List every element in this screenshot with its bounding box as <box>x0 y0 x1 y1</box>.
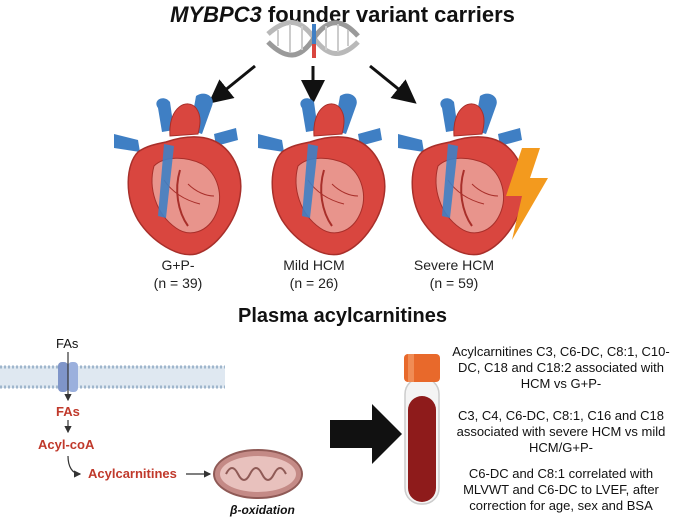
arrow-to-severe-hcm <box>369 64 417 104</box>
acyl-coa-label: Acyl-coA <box>38 437 95 452</box>
fas-intracellular-label: FAs <box>56 404 80 419</box>
finding-2: C3, C4, C6-DC, C8:1, C16 and C18 associa… <box>456 408 666 455</box>
group-label-severe-hcm: Severe HCM (n = 59) <box>394 256 514 292</box>
big-right-arrow <box>330 404 402 464</box>
group-count: (n = 26) <box>289 275 339 291</box>
group-count: (n = 39) <box>153 275 203 291</box>
group-label-mild-hcm: Mild HCM (n = 26) <box>254 256 374 292</box>
heart-icon-g-plus-p-minus <box>113 92 242 256</box>
group-name: Mild HCM <box>283 257 345 273</box>
finding-1: Acylcarnitines C3, C6-DC, C8:1, C10-DC, … <box>452 344 670 391</box>
dna-icon <box>266 20 360 58</box>
heart-icon-mild-hcm <box>257 92 386 256</box>
heart-icon-severe-hcm <box>397 92 526 256</box>
section-title: Plasma acylcarnitines <box>237 305 447 327</box>
acylcarnitines-label: Acylcarnitines <box>88 466 177 481</box>
group-name: G+P- <box>161 257 195 273</box>
title-rest: founder variant carriers <box>261 2 515 27</box>
lightning-icon <box>506 148 548 240</box>
figure-title: MYBPC3 founder variant carriers <box>0 2 685 28</box>
cell-membrane <box>0 365 225 389</box>
blood-tube-icon <box>404 354 440 505</box>
gene-name: MYBPC3 <box>170 2 262 27</box>
finding-3: C6-DC and C8:1 correlated with MLVWT and… <box>463 466 659 513</box>
arrow-to-g-plus-p-minus <box>208 64 256 104</box>
group-count: (n = 59) <box>429 275 479 291</box>
group-label-g-plus-p-minus: G+P- (n = 39) <box>118 256 238 292</box>
fatty-acid-transporter-icon <box>58 362 78 392</box>
beta-oxidation-label: β-oxidation <box>230 503 295 517</box>
group-name: Severe HCM <box>413 257 495 273</box>
mitochondrion-icon <box>213 449 303 499</box>
fas-extracellular-label: FAs <box>56 336 79 351</box>
